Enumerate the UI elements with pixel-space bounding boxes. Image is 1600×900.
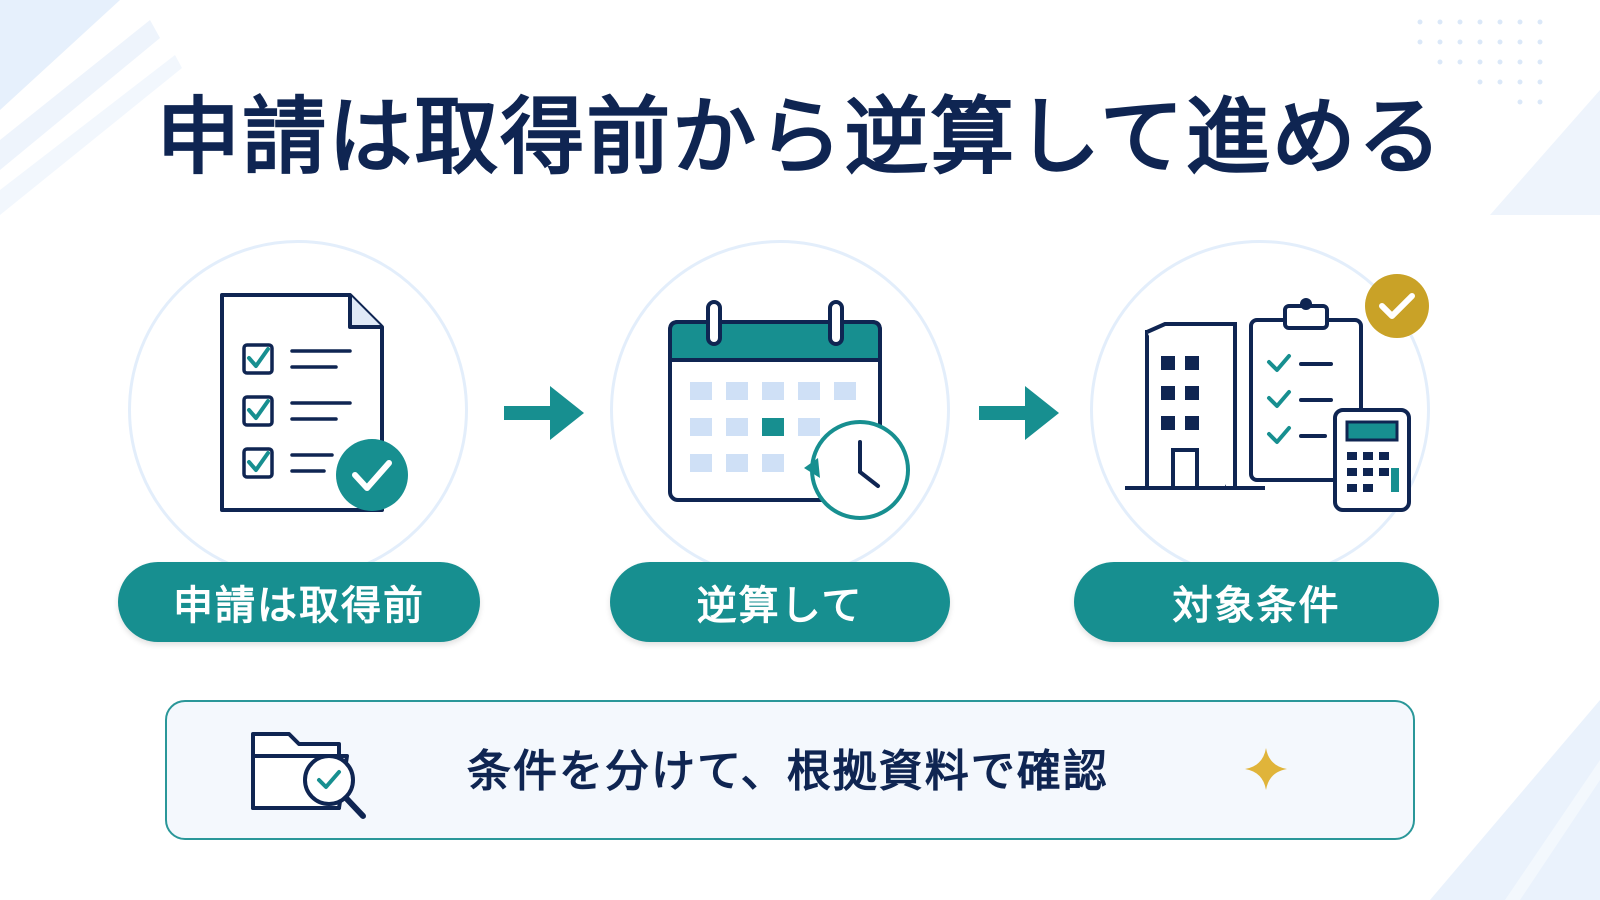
step-label-pill: 対象条件 [1074, 562, 1439, 642]
sparkle-icon [1245, 748, 1287, 790]
summary-note-text: 条件を分けて、根拠資料で確認 [467, 746, 1109, 797]
arrow-right-icon [504, 386, 584, 440]
summary-note-box: 条件を分けて、根拠資料で確認 [165, 700, 1415, 840]
building-clipboard-calculator-icon [1125, 274, 1429, 512]
calendar-clock-icon [668, 300, 910, 520]
step-label-pill: 申請は取得前 [118, 562, 480, 642]
step-label-pill: 逆算して [610, 562, 950, 642]
checklist-document-icon [220, 293, 408, 512]
arrow-right-icon [979, 386, 1059, 440]
folder-search-icon [251, 732, 366, 819]
page-title: 申請は取得前から逆算して進める [156, 88, 1444, 186]
